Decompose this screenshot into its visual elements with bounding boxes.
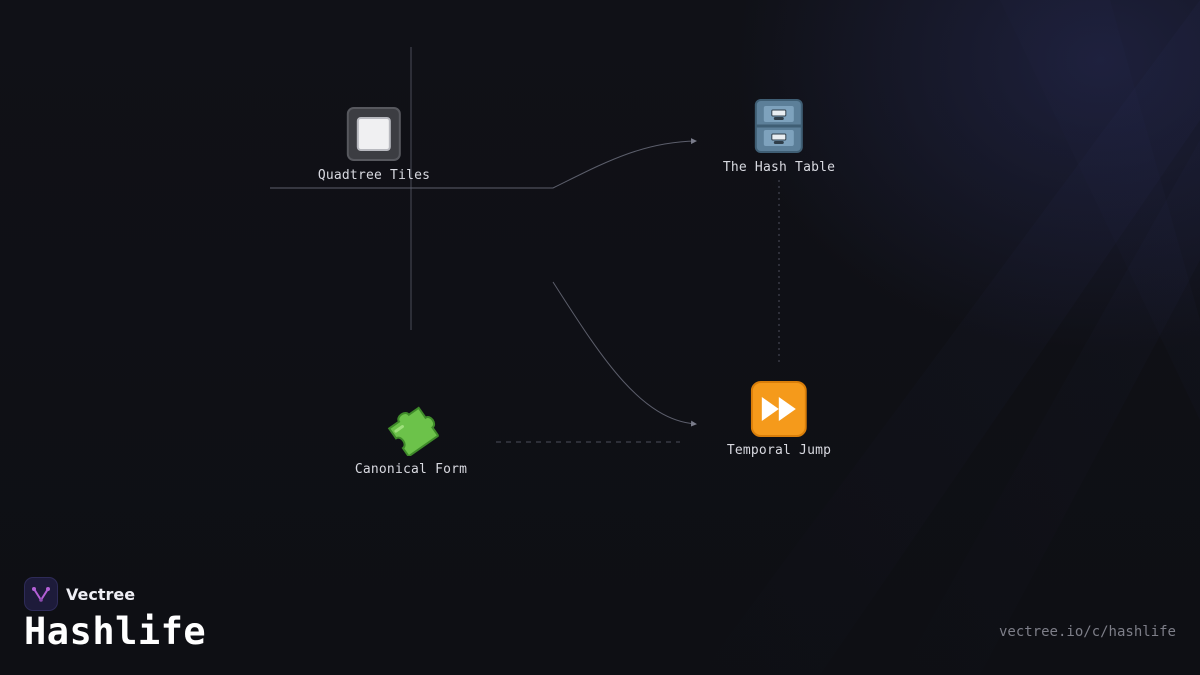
brand[interactable]: Vectree [24,577,135,611]
brand-name: Vectree [66,584,136,604]
square-tile-icon [346,106,402,162]
puzzle-piece-icon [383,400,439,456]
fast-forward-icon [750,381,807,437]
node-quadtree-tiles[interactable]: Quadtree Tiles [318,106,430,183]
file-cabinet-icon [751,98,807,154]
vectree-logo-icon [24,577,58,611]
edge-quadtree-to-hash [270,138,697,189]
node-label: Quadtree Tiles [317,168,431,183]
edge-quadtree-to-jump [552,281,697,427]
page-title: Hashlife [24,610,207,653]
node-hash-table[interactable]: The Hash Table [723,98,835,175]
page-url[interactable]: vectree.io/c/hashlife [998,624,1176,640]
node-label: Temporal Jump [726,443,832,458]
node-canonical-form[interactable]: Canonical Form [355,400,467,477]
node-temporal-jump[interactable]: Temporal Jump [727,381,831,458]
node-label: Canonical Form [354,462,468,477]
node-label: The Hash Table [722,160,836,175]
